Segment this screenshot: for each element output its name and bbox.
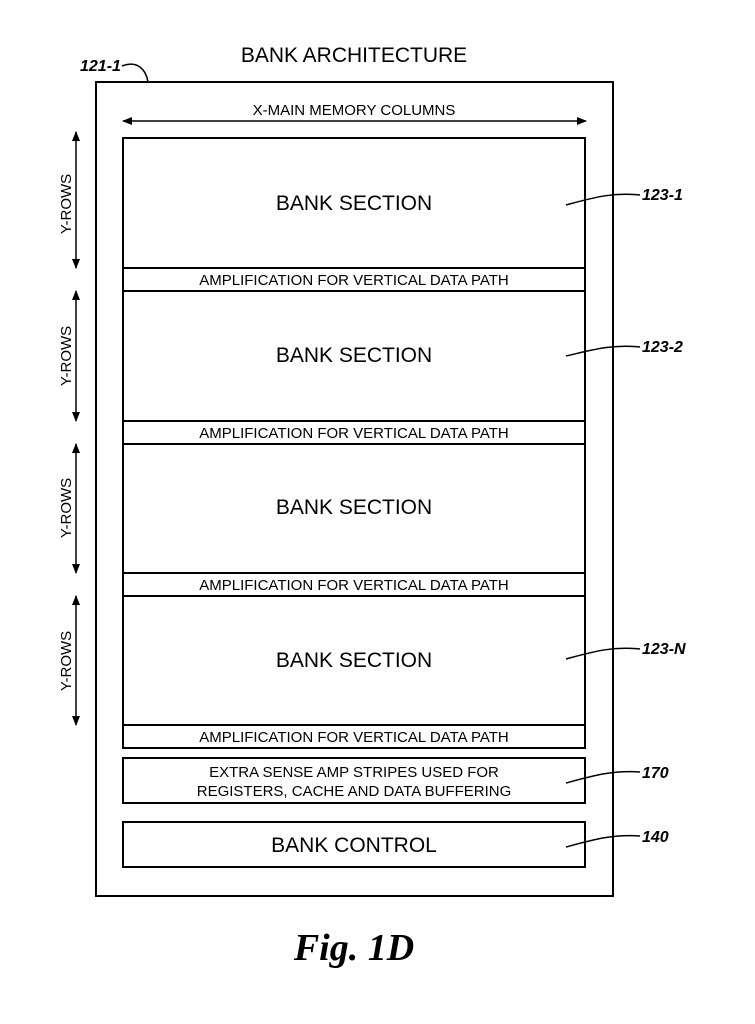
y-rows-label: Y-ROWS [58, 478, 75, 538]
amplification-label: AMPLIFICATION FOR VERTICAL DATA PATH [199, 425, 509, 442]
bank-section-label: BANK SECTION [276, 192, 432, 215]
diagram-title: BANK ARCHITECTURE [241, 44, 467, 67]
y-rows-label: Y-ROWS [58, 631, 75, 691]
extra-stripes-line-2: REGISTERS, CACHE AND DATA BUFFERING [197, 783, 512, 800]
amplification-label: AMPLIFICATION FOR VERTICAL DATA PATH [199, 729, 509, 746]
y-rows-label: Y-ROWS [58, 326, 75, 386]
bank-ref-label: 121-1 [80, 58, 121, 75]
section-ref-label: 123-N [642, 641, 686, 658]
bank-section-label: BANK SECTION [276, 649, 432, 672]
extra-stripes-ref-label: 170 [642, 765, 669, 782]
bank-control-label: BANK CONTROL [271, 834, 437, 857]
amplification-label: AMPLIFICATION FOR VERTICAL DATA PATH [199, 272, 509, 289]
columns-label: X-MAIN MEMORY COLUMNS [253, 102, 456, 119]
y-rows-label: Y-ROWS [58, 174, 75, 234]
bank-section-label: BANK SECTION [276, 496, 432, 519]
extra-stripes-line-1: EXTRA SENSE AMP STRIPES USED FOR [209, 764, 499, 781]
figure-caption: Fig. 1D [293, 927, 414, 969]
section-ref-label: 123-2 [642, 339, 683, 356]
section-ref-label: 123-1 [642, 187, 683, 204]
bank-section-group-3: BANK SECTION AMPLIFICATION FOR VERTICAL … [58, 444, 585, 596]
bank-section-label: BANK SECTION [276, 344, 432, 367]
amplification-label: AMPLIFICATION FOR VERTICAL DATA PATH [199, 577, 509, 594]
bank-ref-leader [122, 64, 148, 82]
bank-control-ref-label: 140 [642, 829, 669, 846]
